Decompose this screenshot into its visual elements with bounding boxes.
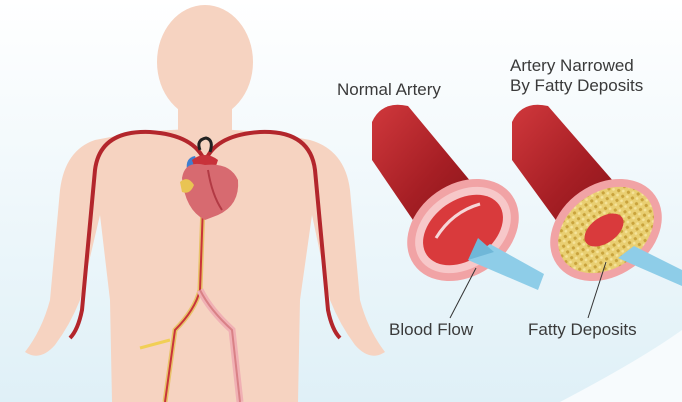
narrowed-artery-label-line1: Artery Narrowed xyxy=(510,56,643,76)
blood-flow-label: Blood Flow xyxy=(389,320,473,340)
fatty-deposits-label: Fatty Deposits xyxy=(528,320,637,340)
narrowed-artery-label: Artery Narrowed By Fatty Deposits xyxy=(510,56,643,96)
normal-artery-label: Normal Artery xyxy=(337,80,441,100)
narrowed-artery-label-line2: By Fatty Deposits xyxy=(510,76,643,96)
